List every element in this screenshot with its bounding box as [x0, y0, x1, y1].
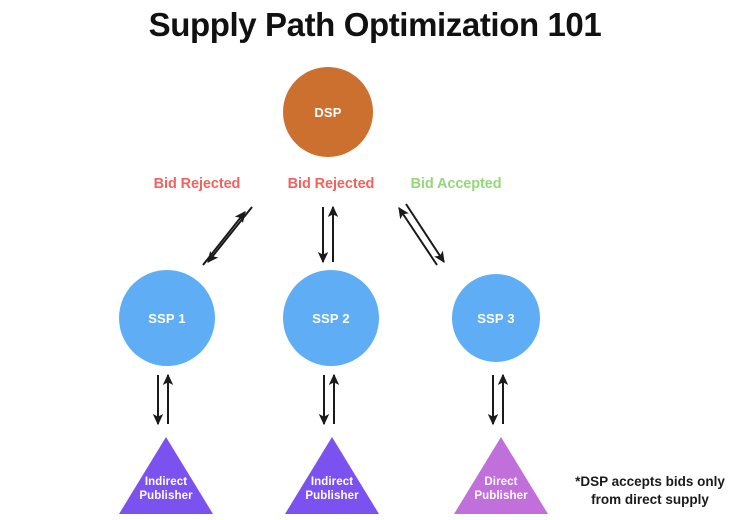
node-direct-publisher[interactable] — [454, 437, 548, 514]
edge-label-bid-accepted-ssp3: Bid Accepted — [410, 176, 502, 192]
node-indirect-publisher-1[interactable] — [119, 437, 213, 514]
node-indirect-publisher-2[interactable] — [285, 437, 379, 514]
connector-ssp2-dsp — [317, 205, 339, 264]
arrow-dsp-to-ssp1 — [207, 206, 253, 263]
arrow-ssp1-to-dsp — [202, 211, 246, 266]
arrow-dsp-to-ssp3 — [405, 203, 445, 264]
connector-ssp3-dsp — [398, 203, 445, 266]
node-ssp-3[interactable] — [452, 274, 540, 362]
footnote-text: *DSP accepts bids only from direct suppl… — [575, 474, 725, 508]
page-title: Supply Path Optimization 101 — [148, 6, 602, 43]
node-ssp-2[interactable] — [283, 270, 379, 366]
connector-ssp1-dsp — [202, 206, 253, 266]
node-ssp-1[interactable] — [119, 270, 215, 366]
connector-ssp2-publisher2 — [318, 373, 340, 426]
connector-ssp3-publisher3 — [487, 373, 509, 426]
edge-label-bid-rejected-ssp2: Bid Rejected — [287, 176, 375, 192]
arrow-ssp3-to-dsp — [398, 207, 438, 266]
connector-ssp1-publisher1 — [152, 373, 174, 426]
edge-label-bid-rejected-ssp1: Bid Rejected — [153, 176, 241, 192]
node-dsp[interactable] — [283, 67, 373, 157]
